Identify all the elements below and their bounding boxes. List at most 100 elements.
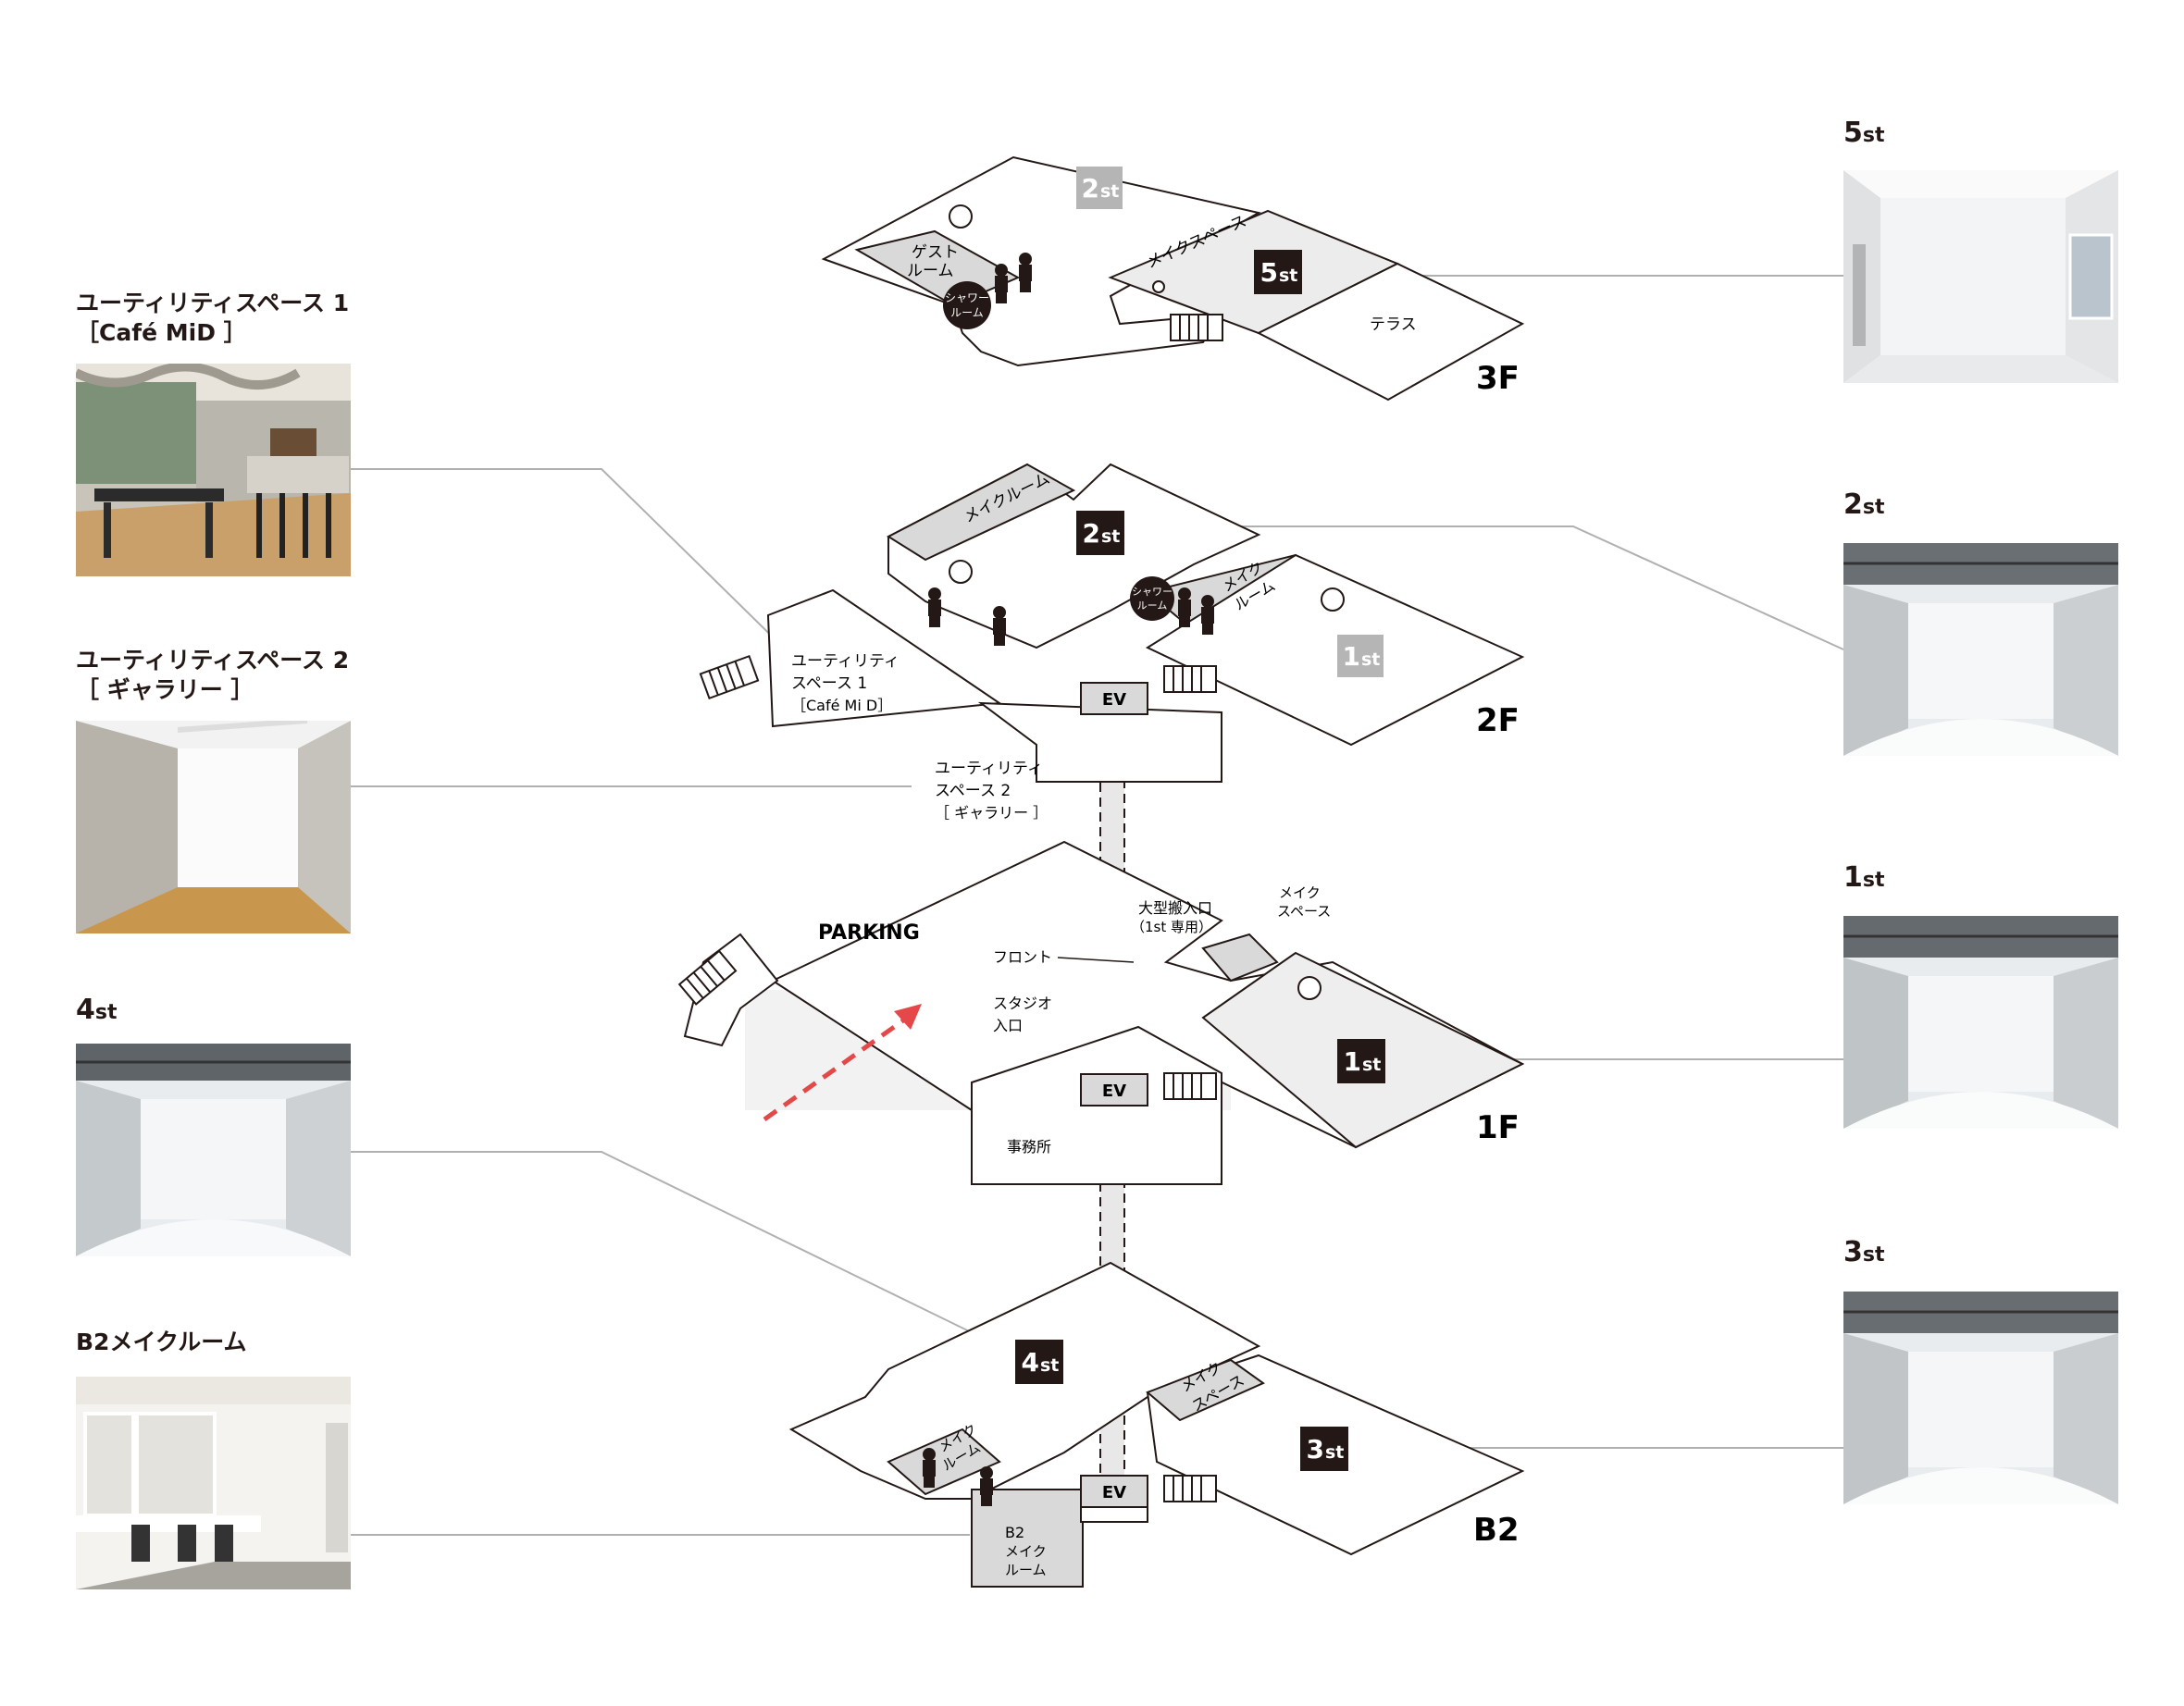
- 2f-shower-line1: シャワー: [1132, 586, 1173, 598]
- studio-2-number: 2: [1843, 488, 1863, 521]
- 2f-utility1-line1: ユーティリティ: [791, 652, 900, 671]
- b2-room-line2: メイク: [1005, 1543, 1047, 1560]
- 1f-ev-box: [1080, 1073, 1148, 1106]
- 3f-studio2-ghost-suffix: st: [1100, 181, 1119, 202]
- 1f-large-entrance-line2: （1st 専用）: [1131, 919, 1212, 935]
- 1f-studio-entrance-line1: スタジオ: [993, 995, 1052, 1012]
- studio-4-number: 4: [76, 994, 95, 1026]
- leader-studio4: [351, 1151, 1035, 1364]
- gallery-image: [76, 721, 351, 933]
- 2f-studio2-num: 2: [1083, 518, 1100, 549]
- utility-space-1-subtitle: ［Café MiD ］: [76, 319, 247, 346]
- 2f-utility2-line3: ［ ギャラリー ］: [935, 804, 1048, 822]
- 2f-utility2-line2: スペース 2: [935, 782, 1011, 800]
- 3f-terrace: テラス: [1370, 315, 1417, 334]
- 3f-shower-badge: [943, 281, 991, 329]
- b2-room-line1: B2: [1005, 1524, 1024, 1541]
- studio-3-photo[interactable]: [1843, 1292, 2118, 1504]
- b2-room-line3: ルーム: [1005, 1562, 1047, 1578]
- 3f-guest-room-line2: ルーム: [907, 262, 954, 280]
- studio-3-number: 3: [1843, 1236, 1863, 1268]
- b2-make-room-caption: B2メイクルーム: [76, 1329, 247, 1355]
- 2f-ev-box: [1080, 682, 1148, 715]
- b2-make-room-photo[interactable]: [76, 1377, 351, 1589]
- 3f-studio5-badge: [1254, 250, 1302, 294]
- studio-3-suffix: st: [1862, 1243, 1885, 1267]
- 3f-studio5-suffix: st: [1279, 266, 1297, 286]
- cafe-mid-image: [76, 364, 351, 576]
- floor-2f: [699, 463, 1525, 783]
- 2f-shower-badge: [1130, 576, 1174, 621]
- studio-1-photo[interactable]: [1843, 916, 2118, 1129]
- 2f-utility2-line1: ユーティリティ: [935, 760, 1043, 778]
- studio-4-suffix: st: [94, 1001, 118, 1024]
- utility-space-2-caption: ユーティリティスペース 2 ［ ギャラリー ］: [76, 646, 349, 705]
- leader-cafe: [351, 468, 802, 666]
- utility-space-2-subtitle: ［ ギャラリー ］: [76, 676, 254, 703]
- studio-3-image: [1843, 1292, 2118, 1504]
- 1f-front-leader: [1057, 957, 1135, 963]
- 3f-studio2-ghost-num: 2: [1082, 173, 1099, 204]
- leader-studio2: [1099, 525, 1844, 650]
- 2f-studio2-suffix: st: [1101, 526, 1120, 547]
- 2f-studio1-ghost-num: 1: [1343, 641, 1360, 672]
- 2f-utility1-line2: スペース 1: [791, 674, 867, 693]
- 1f-studio1-suffix: st: [1362, 1055, 1381, 1075]
- 2f-studio2-badge: [1076, 511, 1124, 555]
- b2-studio4-suffix: st: [1040, 1355, 1059, 1376]
- 1f-ev-label: EV: [1102, 1082, 1126, 1101]
- 3f-shower-line1: シャワー: [945, 291, 989, 304]
- studio-3-caption: 3st: [1843, 1238, 1885, 1270]
- 3f-guest-room-line1: ゲスト: [912, 243, 959, 262]
- b2-studio3-suffix: st: [1325, 1442, 1344, 1463]
- studio-4-image: [76, 1044, 351, 1256]
- 1f-parking-label: PARKING: [818, 921, 920, 945]
- 1f-make-space-line2: スペース: [1277, 903, 1331, 920]
- 3f-studio2-ghost-badge: [1076, 167, 1123, 209]
- b2-make-room-image: [76, 1377, 351, 1589]
- floor-label-3f: 3F: [1476, 360, 1520, 397]
- studio-1-suffix: st: [1862, 869, 1885, 892]
- utility-space-1-caption: ユーティリティスペース 1 ［Café MiD ］: [76, 289, 349, 348]
- 2f-utility1-line3: ［Café Mi D］: [791, 697, 892, 714]
- studio-5-suffix: st: [1862, 124, 1885, 147]
- b2-ev-box: [1080, 1475, 1148, 1508]
- floor-label-b2: B2: [1473, 1512, 1520, 1549]
- b2-studio4-num: 4: [1022, 1347, 1039, 1378]
- studio-2-caption: 2st: [1843, 490, 1885, 523]
- 1f-office-label: 事務所: [1007, 1138, 1051, 1156]
- gallery-photo[interactable]: [76, 721, 351, 933]
- cafe-mid-photo[interactable]: [76, 364, 351, 576]
- studio-5-caption: 5st: [1843, 118, 1885, 151]
- floor-1f: [678, 840, 1525, 1185]
- 2f-studio1-ghost-badge: [1337, 635, 1384, 677]
- 1f-studio1-num: 1: [1344, 1046, 1361, 1077]
- 3f-shower-line2: ルーム: [950, 306, 984, 319]
- 1f-studio-entrance-line2: 入口: [993, 1017, 1023, 1034]
- studio-5-number: 5: [1843, 117, 1863, 149]
- studio-4-photo[interactable]: [76, 1044, 351, 1256]
- studio-2-suffix: st: [1862, 496, 1885, 519]
- b2-studio4-badge: [1015, 1340, 1063, 1384]
- studio-1-number: 1: [1843, 861, 1863, 894]
- entrance-arrowhead: [894, 1004, 922, 1030]
- entrance-arrow: [763, 1008, 918, 1122]
- 1f-studio1-badge: [1337, 1039, 1385, 1083]
- floor-label-1f: 1F: [1476, 1109, 1520, 1146]
- floor-label-2f: 2F: [1476, 702, 1520, 739]
- studio-4-caption: 4st: [76, 995, 118, 1028]
- 3f-studio5-num: 5: [1260, 257, 1278, 288]
- 1f-make-space-line1: メイク: [1279, 884, 1321, 901]
- utility-space-2-title: ユーティリティスペース 2: [76, 647, 350, 674]
- b2-studio3-num: 3: [1307, 1434, 1324, 1465]
- studio-2-photo[interactable]: [1843, 543, 2118, 756]
- b2-studio3-badge: [1300, 1427, 1348, 1471]
- 1f-large-entrance-line1: 大型搬入口: [1138, 899, 1212, 917]
- 2f-studio1-ghost-suffix: st: [1361, 649, 1380, 670]
- studio-2-image: [1843, 543, 2118, 756]
- studio-1-caption: 1st: [1843, 863, 1885, 896]
- studio-5-image: [1843, 170, 2118, 383]
- studio-5-photo[interactable]: [1843, 170, 2118, 383]
- utility-space-1-title: ユーティリティスペース 1: [76, 290, 350, 316]
